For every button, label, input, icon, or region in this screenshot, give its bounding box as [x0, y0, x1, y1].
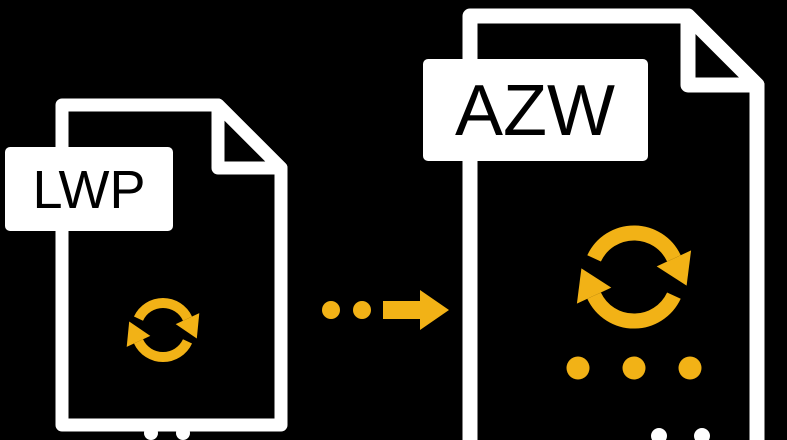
sync-arrowhead: [576, 268, 612, 304]
page-edge-dot: [694, 428, 710, 440]
format-label-text: LWP: [32, 160, 145, 220]
page-edge-dot: [651, 428, 667, 440]
arrow-dot: [353, 301, 371, 319]
page-edge-dot: [176, 426, 190, 440]
progress-dot: [678, 356, 702, 380]
sync-arrow-bottom: [133, 339, 193, 362]
sync-arrowhead: [656, 250, 692, 286]
sync-arrowhead: [126, 321, 151, 347]
target-document: AZW: [423, 8, 765, 440]
source-document: LWP: [5, 98, 288, 440]
target-format-label: AZW: [423, 59, 648, 161]
folded-corner-icon: [680, 8, 765, 93]
sync-arrows-icon: [576, 225, 692, 329]
three-dots-icon: [566, 356, 702, 380]
progress-dot: [566, 356, 590, 380]
dotted-arrow-right-icon: [322, 290, 449, 330]
arrow-shape: [383, 290, 449, 330]
format-label-box: [5, 147, 173, 231]
progress-dot: [622, 356, 646, 380]
source-format-label: LWP: [5, 147, 173, 231]
sync-arrow-bottom: [587, 292, 681, 329]
page-edge-dot: [144, 426, 158, 440]
sync-arrow-top: [587, 225, 681, 262]
arrow-dot: [322, 301, 340, 319]
sync-arrowhead: [175, 313, 200, 339]
folded-corner-icon: [211, 98, 288, 175]
sync-arrows-icon: [126, 298, 200, 362]
format-label-box: [423, 59, 648, 161]
sync-arrow-top: [133, 298, 193, 321]
format-label-text: AZW: [455, 71, 615, 151]
